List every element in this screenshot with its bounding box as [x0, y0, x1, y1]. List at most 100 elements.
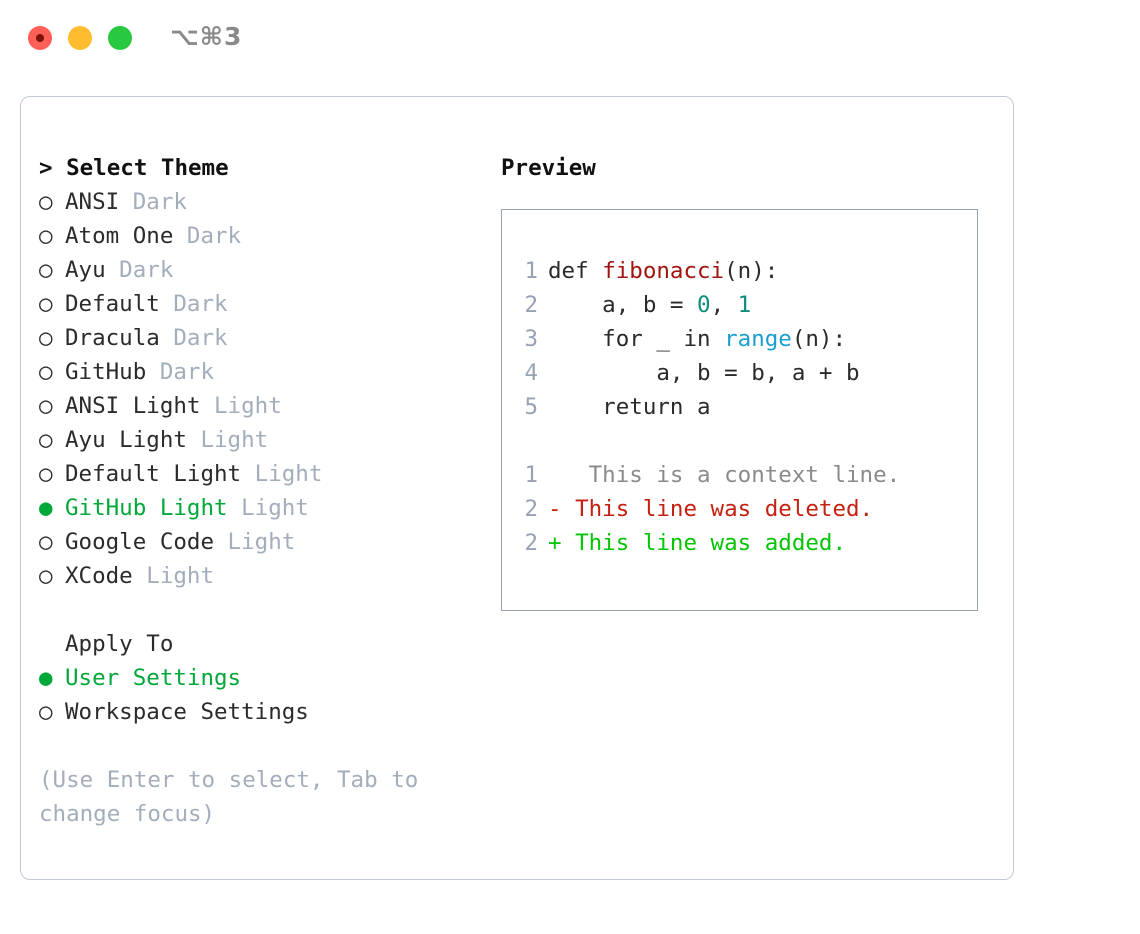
code-token-plain: ,: [710, 292, 738, 318]
code-token-plain: def: [548, 258, 603, 284]
list-spacer: [39, 593, 494, 627]
apply-to-option-label: User Settings: [65, 665, 242, 691]
theme-name-label: ANSI: [65, 189, 120, 215]
diff-line-added: 2 + This line was added.: [512, 526, 971, 560]
apply-to-option[interactable]: ○ Workspace Settings: [39, 695, 494, 729]
diff-sign: [548, 462, 562, 488]
diff-sign: -: [548, 496, 562, 522]
diff-sign: +: [548, 530, 562, 556]
theme-name-label: Atom One: [65, 223, 174, 249]
theme-kind-label: Dark: [119, 189, 187, 215]
theme-name-label: Default Light: [65, 461, 242, 487]
minimize-button[interactable]: [68, 26, 92, 50]
theme-list-item[interactable]: ○ Atom One Dark: [39, 219, 494, 253]
theme-kind-label: Light: [186, 427, 269, 453]
theme-name-label: Default: [65, 291, 160, 317]
code-token-func: fibonacci: [602, 258, 725, 284]
line-number: 1: [524, 258, 538, 284]
line-number: 2: [524, 530, 538, 556]
keyboard-hint-text: (Use Enter to select, Tab to change focu…: [39, 767, 419, 827]
main-panel: > Select Theme ○ANSI Dark○Atom One Dark○…: [20, 96, 1014, 880]
theme-name-label: Dracula: [65, 325, 160, 351]
apply-to-option-label: Workspace Settings: [65, 699, 309, 725]
code-line: 5 return a: [512, 390, 971, 424]
code-token-call: range: [724, 326, 792, 352]
theme-list-item[interactable]: ○Default Dark: [39, 287, 494, 321]
radio-selected-icon: ●: [39, 495, 53, 521]
code-token-plain: (n):: [791, 326, 847, 352]
radio-unselected-icon: ○: [39, 223, 53, 249]
theme-picker-column: > Select Theme ○ANSI Dark○Atom One Dark○…: [39, 151, 494, 831]
theme-list-item[interactable]: ○ Dracula Dark: [39, 321, 494, 355]
code-token-plain: return a: [548, 394, 711, 420]
code-blank-line: [512, 424, 971, 458]
radio-unselected-icon: ○: [39, 325, 53, 351]
theme-kind-label: Light: [241, 461, 323, 487]
theme-kind-label: Dark: [105, 257, 174, 283]
radio-unselected-icon: ○: [39, 563, 53, 589]
line-number: 2: [524, 496, 538, 522]
theme-name-label: GitHub Light: [65, 495, 228, 521]
theme-name-label: XCode: [65, 563, 133, 589]
theme-kind-label: Light: [200, 393, 282, 419]
apply-to-header: Apply To: [65, 631, 174, 657]
radio-unselected-icon: ○: [39, 393, 53, 419]
radio-unselected-icon: ○: [39, 529, 53, 555]
code-line: 2 a, b = 0, 1: [512, 288, 971, 322]
theme-kind-label: Light: [132, 563, 215, 589]
radio-unselected-icon: ○: [39, 699, 53, 725]
apply-to-options: ●User Settings ○ Workspace Settings: [39, 661, 494, 729]
radio-unselected-icon: ○: [39, 189, 53, 215]
title-bar: ⌥⌘3: [0, 0, 1140, 78]
radio-unselected-icon: ○: [39, 461, 53, 487]
theme-kind-label: Dark: [146, 359, 215, 385]
window-controls: [28, 26, 132, 50]
diff-text: This line was deleted.: [561, 496, 874, 522]
apply-to-option[interactable]: ●User Settings: [39, 661, 494, 695]
theme-kind-label: Light: [227, 495, 309, 521]
diff-sample-lines: 1 This is a context line.2- This line wa…: [512, 458, 971, 560]
line-number: 1: [524, 462, 538, 488]
diff-text: This line was added.: [561, 530, 847, 556]
theme-list: ○ANSI Dark○Atom One Dark○Ayu Dark○Defaul…: [39, 185, 494, 593]
code-line: 4 a, b = b, a + b: [512, 356, 971, 390]
close-button[interactable]: [28, 26, 52, 50]
line-number: 2: [524, 292, 538, 318]
line-number: 4: [524, 360, 538, 386]
theme-list-item[interactable]: ○ ANSI Dark: [39, 185, 494, 219]
theme-list-item[interactable]: ○ XCode Light: [39, 559, 494, 593]
theme-list-item[interactable]: ○ Default Light Light: [39, 457, 494, 491]
code-token-plain: for _ in: [548, 326, 725, 352]
theme-list-item[interactable]: ○ ANSI Light Light: [39, 389, 494, 423]
theme-name-label: Ayu: [65, 257, 106, 283]
code-token-num: 1: [737, 292, 752, 318]
diff-text: This is a context line.: [561, 462, 901, 488]
theme-list-item[interactable]: ○Ayu Light Light: [39, 423, 494, 457]
diff-line-deleted: 2- This line was deleted.: [512, 492, 971, 526]
radio-unselected-icon: ○: [39, 291, 53, 317]
diff-line-context: 1 This is a context line.: [512, 458, 971, 492]
code-line: 1 def fibonacci(n):: [512, 254, 971, 288]
preview-header: Preview: [501, 155, 596, 181]
code-token-plain: a, b =: [548, 292, 698, 318]
theme-list-item[interactable]: ○ GitHub Dark: [39, 355, 494, 389]
theme-name-label: ANSI Light: [65, 393, 201, 419]
select-theme-header: > Select Theme: [39, 155, 229, 181]
code-token-plain: (n):: [724, 258, 779, 284]
theme-kind-label: Dark: [173, 223, 242, 249]
theme-kind-label: Dark: [159, 325, 228, 351]
theme-name-label: Ayu Light: [65, 427, 187, 453]
radio-unselected-icon: ○: [39, 359, 53, 385]
theme-name-label: GitHub: [65, 359, 147, 385]
theme-list-item[interactable]: ○Google Code Light: [39, 525, 494, 559]
theme-list-item[interactable]: ○Ayu Dark: [39, 253, 494, 287]
line-number: 5: [524, 394, 538, 420]
maximize-button[interactable]: [108, 26, 132, 50]
code-line: 3 for _ in range(n):: [512, 322, 971, 356]
theme-list-item[interactable]: ● GitHub Light Light: [39, 491, 494, 525]
